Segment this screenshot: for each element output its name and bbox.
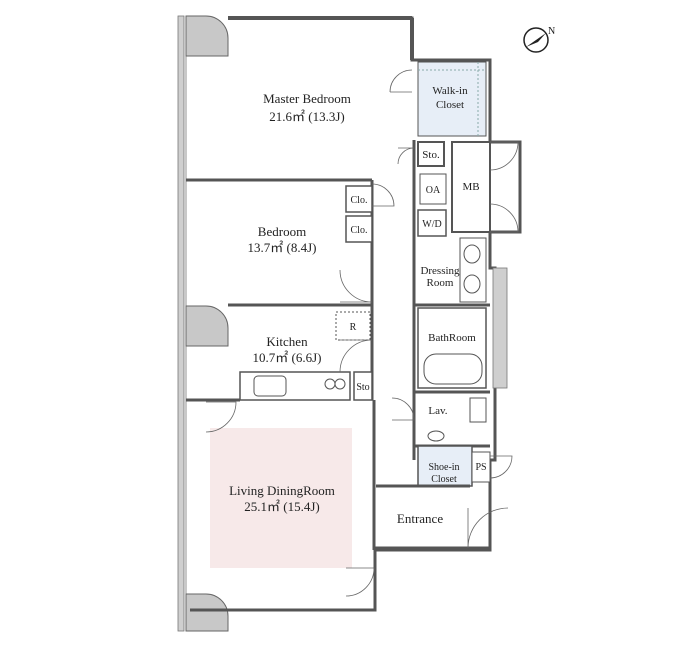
walkin-closet-line1: Walk-in [432, 85, 468, 97]
living-area-text: 25.1㎡ (15.4J) [244, 499, 319, 514]
pillar-bottom [185, 593, 229, 632]
bedroom-name: Bedroom [258, 224, 306, 239]
door-entrance [467, 507, 509, 549]
fridge-label: R [350, 322, 357, 333]
kitchen-sink [253, 375, 287, 397]
door-living [205, 401, 237, 433]
dressing-counter [459, 237, 487, 303]
mb-label: MB [462, 181, 479, 193]
door-mb [489, 141, 519, 233]
lav-sink [427, 430, 445, 442]
bathroom-label: BathRoom [428, 332, 476, 344]
master-bedroom-name: Master Bedroom [263, 91, 351, 106]
dressing-line1: Dressing [420, 265, 460, 277]
kitchen-area: 10.7㎡ (6.6J) [253, 350, 322, 365]
shoein-line1: Shoe-in [428, 462, 459, 473]
sto-top-label: Sto. [422, 149, 440, 161]
dressing-sink-1 [463, 244, 481, 264]
door-sto-top [397, 147, 415, 165]
entrance-label: Entrance [397, 511, 443, 526]
stove-2 [334, 378, 346, 390]
lav-label: Lav. [428, 405, 447, 417]
compass-needle-icon [526, 33, 546, 47]
kitchen-counter [239, 371, 351, 401]
bathtub [423, 353, 483, 385]
kitchen-name: Kitchen [266, 334, 308, 349]
oa-box [419, 173, 447, 205]
ps-box [471, 451, 491, 483]
clo-label-2: Clo. [351, 225, 368, 236]
sto-top-box [417, 141, 445, 167]
living-area [210, 428, 352, 568]
door-bedroom [371, 183, 395, 207]
door-bedroom2 [339, 269, 373, 303]
dressing-sink-2 [463, 274, 481, 294]
door-living-bottom [345, 567, 375, 597]
mb-box [451, 141, 491, 233]
right-window-bay [492, 267, 508, 389]
kitchen-sto-box [353, 371, 373, 401]
door-bath [391, 397, 415, 421]
pillar-top [185, 15, 229, 57]
pillar-mid [185, 305, 229, 347]
master-bedroom-area: 21.6㎡ (13.3J) [269, 109, 344, 124]
wd-label: W/D [422, 219, 441, 230]
walkin-closet-line2: Closet [436, 99, 464, 111]
outer-wall [190, 16, 522, 612]
bathroom-box [417, 307, 487, 389]
bedroom-area: 13.7㎡ (8.4J) [248, 240, 317, 255]
ps-label: PS [475, 462, 486, 473]
shoein-line2: Closet [431, 474, 457, 485]
oa-label: OA [426, 185, 441, 196]
door-kitchen [339, 339, 373, 373]
door-master [389, 69, 413, 93]
clo-box-2 [345, 215, 373, 243]
kitchen-sto-label: Sto [356, 382, 369, 393]
dressing-line2: Room [427, 277, 454, 289]
compass: N [523, 26, 555, 53]
clo-box-1 [345, 185, 373, 213]
door-ps [489, 455, 513, 479]
clo-label-1: Clo. [351, 195, 368, 206]
fridge-box [335, 311, 371, 341]
walkin-closet-area [417, 61, 487, 137]
compass-label: N [548, 26, 555, 37]
lav-counter [469, 397, 487, 423]
balcony-strip [177, 15, 185, 632]
living-name: Living DiningRoom [229, 483, 335, 498]
wd-box [417, 209, 447, 237]
